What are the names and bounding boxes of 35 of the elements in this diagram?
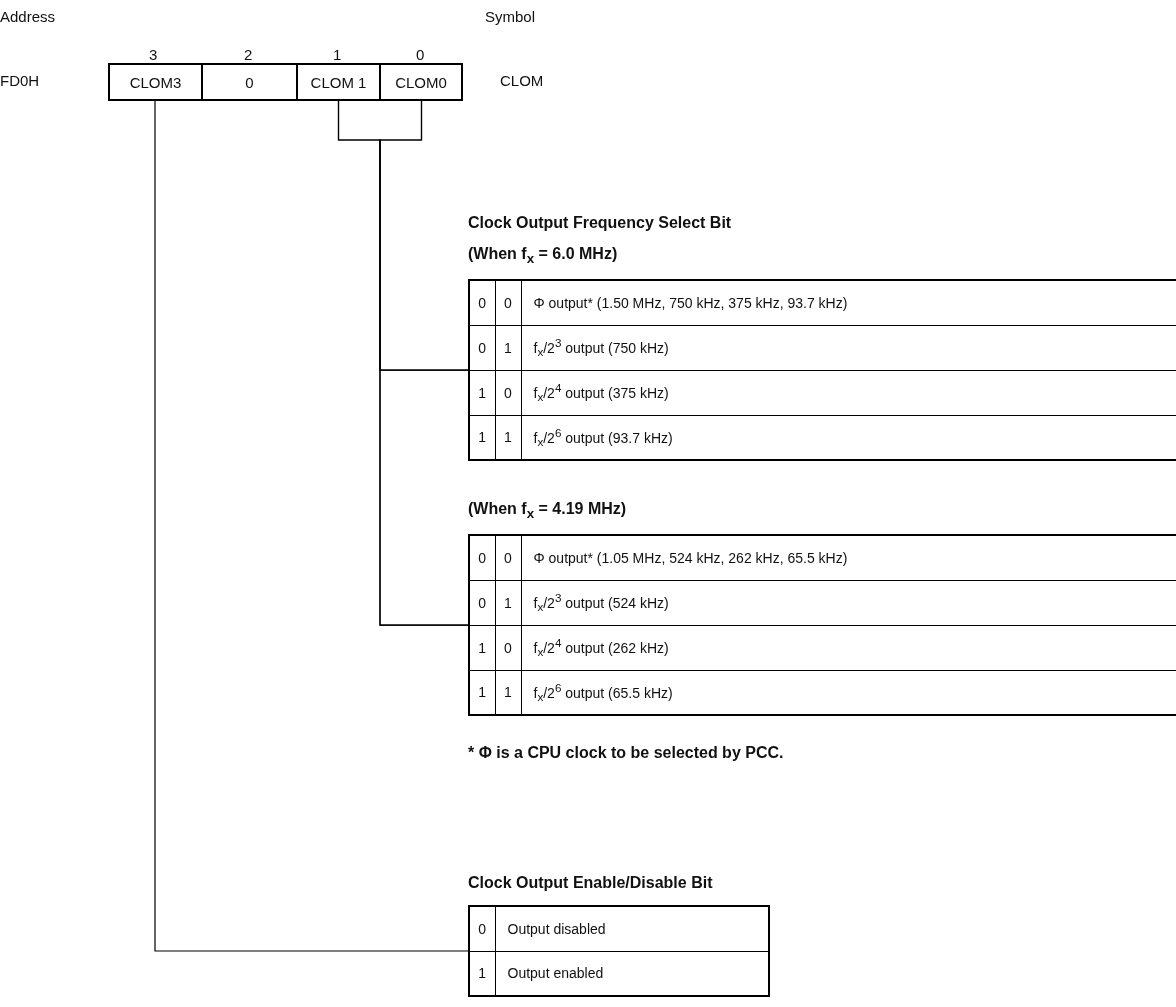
connector-line bbox=[154, 100, 469, 952]
register-cell: CLOM 1 bbox=[297, 63, 380, 101]
register-cell: CLOM3 bbox=[108, 63, 202, 101]
column-heading: Address bbox=[0, 8, 56, 25]
table-cell: 0 bbox=[469, 906, 495, 951]
bit-number: 1 bbox=[333, 46, 342, 63]
column-heading: Symbol bbox=[485, 8, 536, 25]
connector-line bbox=[379, 100, 469, 626]
table-heading: (When f$_{x}$ = 6.0 MHz) bbox=[468, 245, 619, 267]
bit-table bbox=[468, 500, 1176, 717]
table-heading: Clock Output Enable/Disable Bit bbox=[468, 874, 714, 892]
symbol-text: CLOM bbox=[500, 72, 544, 89]
bit-number: 3 bbox=[149, 46, 158, 63]
register-cell: 0 bbox=[202, 63, 297, 101]
table-cell: 1 bbox=[469, 625, 495, 671]
bit-table bbox=[468, 214, 1176, 462]
register-cell: CLOM0 bbox=[380, 63, 463, 101]
table-heading: Clock Output Frequency Select Bit bbox=[468, 214, 733, 232]
address-text: FD0H bbox=[0, 72, 40, 89]
footnote: * Φ is a CPU clock to be selected by PCC. bbox=[468, 744, 784, 762]
table-cell: 1 bbox=[495, 325, 521, 371]
table-cell: 0 bbox=[469, 580, 495, 626]
table-cell: 1 bbox=[469, 370, 495, 416]
table-cell: 0 bbox=[495, 535, 521, 581]
bit-table bbox=[468, 874, 770, 997]
bit-number: 0 bbox=[416, 46, 425, 63]
table-cell: 0 bbox=[495, 625, 521, 671]
bit-number: 2 bbox=[244, 46, 253, 63]
table-cell: 1 bbox=[495, 580, 521, 626]
table-cell: 0 bbox=[495, 370, 521, 416]
table-heading: (When f$_{x}$ = 4.19 MHz) bbox=[468, 500, 628, 522]
table-cell: 0 bbox=[469, 280, 495, 326]
table-cell: 0 bbox=[469, 325, 495, 371]
table-cell: 0 bbox=[495, 280, 521, 326]
table-cell: 0 bbox=[469, 535, 495, 581]
